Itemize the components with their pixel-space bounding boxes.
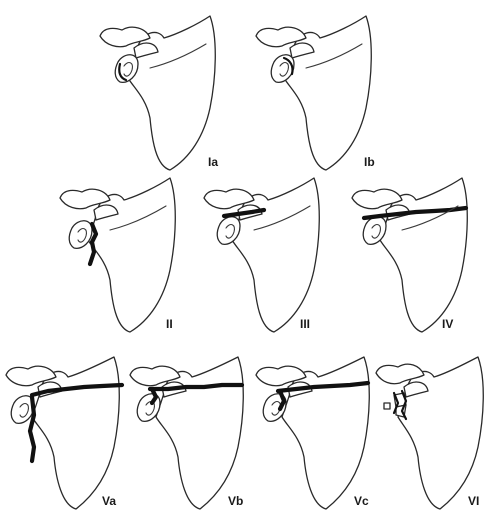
scapula-panel-ib: Ib [254, 8, 389, 178]
glenoid [69, 221, 92, 249]
scapula-panel-vb: Vb [128, 345, 258, 515]
panel-label-ia: Ia [208, 155, 218, 169]
panel-label-ii: II [166, 317, 173, 331]
scapula-panel-vi: VI [370, 345, 494, 515]
panel-label-vi: VI [468, 494, 479, 508]
panel-label-vb: Vb [228, 494, 243, 508]
scapula-panel-va: Va [4, 345, 134, 515]
scapula-panel-ia: Ia [98, 8, 233, 178]
panel-label-iv: IV [442, 317, 453, 331]
panel-label-vc: Vc [354, 494, 369, 508]
panel-label-va: Va [102, 494, 116, 508]
scapula-panel-iv: IV [350, 170, 485, 340]
scapula-outline [398, 357, 483, 509]
scapula-panel-vc: Vc [254, 345, 384, 515]
panel-label-iii: III [300, 317, 310, 331]
glenoid-fragment-c [384, 403, 390, 409]
scapula-panel-ii: II [58, 170, 193, 340]
panel-label-ib: Ib [364, 155, 375, 169]
scapula-panel-iii: III [202, 170, 337, 340]
